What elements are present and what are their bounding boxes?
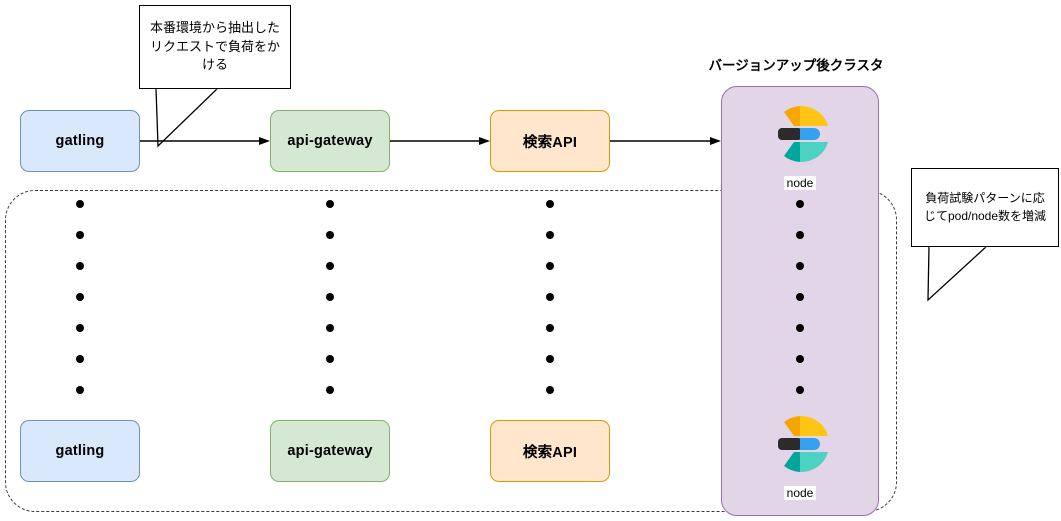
arrow-gatling-to-api-gateway bbox=[140, 137, 270, 145]
dot bbox=[546, 231, 554, 239]
service-box-label: 検索API bbox=[522, 134, 578, 151]
callout-right-box: 負荷試験パターンに応じてpod/node数を増減 bbox=[911, 168, 1059, 247]
dot bbox=[76, 231, 84, 239]
dot bbox=[796, 262, 804, 270]
dot bbox=[326, 262, 334, 270]
service-box-gatling-bottom[interactable]: gatling bbox=[20, 420, 140, 482]
service-box-api-gateway-top[interactable]: api-gateway bbox=[270, 110, 390, 172]
service-box-gatling-top[interactable]: gatling bbox=[20, 110, 140, 172]
node-label-top-wrapper: node bbox=[721, 176, 879, 190]
dot bbox=[796, 293, 804, 301]
service-box-search-api-top[interactable]: 検索API bbox=[490, 110, 610, 172]
dot bbox=[326, 231, 334, 239]
arrow-api-gateway-to-search-api bbox=[390, 137, 490, 145]
cluster-title: バージョンアップ後クラスタ bbox=[708, 58, 884, 73]
callout-right-tail-icon bbox=[927, 246, 988, 302]
callout-left-tail-icon bbox=[155, 88, 219, 148]
dot bbox=[546, 386, 554, 394]
scaling-region-dashed-container bbox=[5, 190, 897, 512]
dot bbox=[76, 293, 84, 301]
node-label-bottom-wrapper: node bbox=[721, 486, 879, 500]
gatling-dot-column bbox=[76, 200, 84, 395]
dot bbox=[796, 200, 804, 208]
dot bbox=[76, 200, 84, 208]
service-box-label: gatling bbox=[55, 133, 105, 149]
dot bbox=[546, 355, 554, 363]
dot bbox=[546, 324, 554, 332]
dot bbox=[546, 262, 554, 270]
dot bbox=[796, 324, 804, 332]
arrow-search-api-to-cluster bbox=[610, 137, 721, 145]
dot bbox=[326, 200, 334, 208]
service-box-label: 検索API bbox=[522, 444, 578, 461]
dot bbox=[326, 324, 334, 332]
dot bbox=[796, 355, 804, 363]
dot bbox=[796, 231, 804, 239]
dot bbox=[326, 386, 334, 394]
dot bbox=[326, 293, 334, 301]
node-label-top: node bbox=[783, 176, 817, 190]
dot bbox=[76, 355, 84, 363]
dot bbox=[76, 324, 84, 332]
node-label-bottom: node bbox=[783, 486, 817, 500]
api-gateway-dot-column bbox=[326, 200, 334, 395]
service-box-search-api-bottom[interactable]: 検索API bbox=[490, 420, 610, 482]
elasticsearch-logo-icon-bottom bbox=[778, 415, 828, 473]
dot bbox=[76, 386, 84, 394]
callout-left-text: 本番環境から抽出したリクエストで負荷をかける bbox=[150, 19, 281, 73]
service-box-label: api-gateway bbox=[287, 443, 373, 459]
callout-right-text: 負荷試験パターンに応じてpod/node数を増減 bbox=[923, 191, 1047, 223]
dot bbox=[326, 355, 334, 363]
dot bbox=[546, 200, 554, 208]
search-api-dot-column bbox=[546, 200, 554, 395]
dot bbox=[796, 386, 804, 394]
dot bbox=[546, 293, 554, 301]
service-box-api-gateway-bottom[interactable]: api-gateway bbox=[270, 420, 390, 482]
service-box-label: api-gateway bbox=[287, 133, 373, 149]
service-box-label: gatling bbox=[55, 443, 105, 459]
cluster-dot-column bbox=[796, 200, 804, 395]
elasticsearch-logo-icon-top bbox=[778, 105, 828, 163]
callout-left-box: 本番環境から抽出したリクエストで負荷をかける bbox=[139, 5, 291, 89]
dot bbox=[76, 262, 84, 270]
